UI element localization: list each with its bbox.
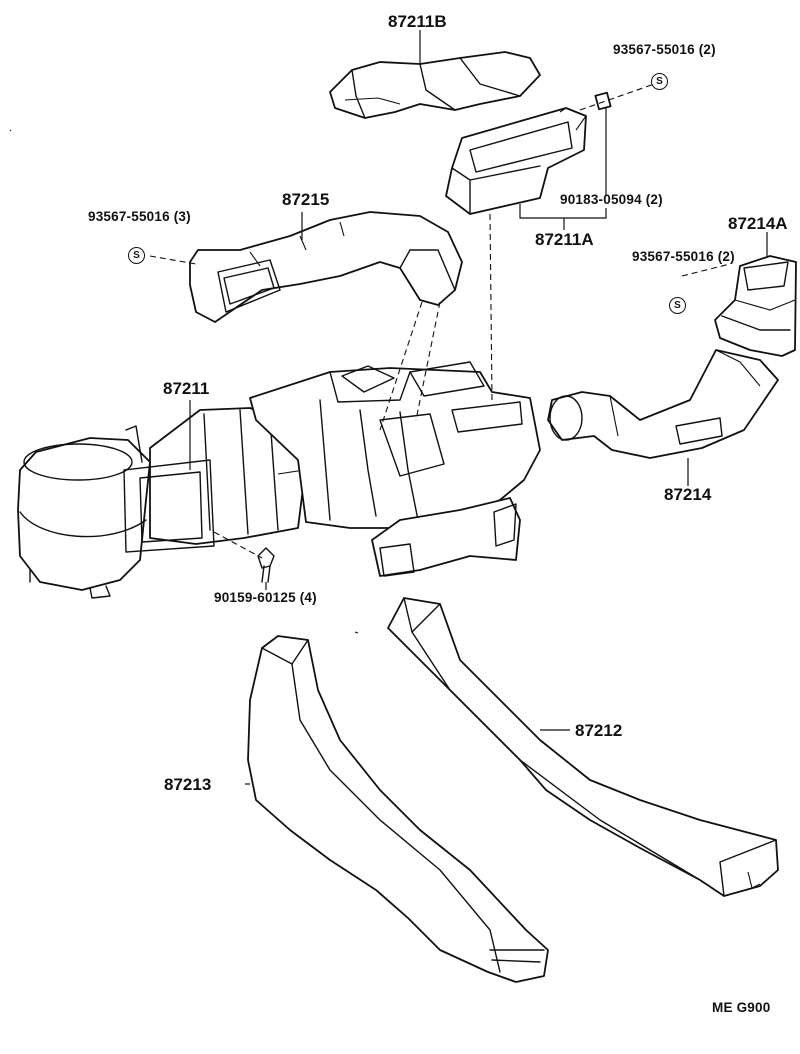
duct-87213 <box>247 635 549 983</box>
label-87212: 87212 <box>575 721 623 740</box>
label-87214: 87214 <box>664 485 712 504</box>
label-87213: 87213 <box>164 775 212 794</box>
duct-87214 <box>547 349 779 459</box>
screw-symbol-top-right: S <box>651 73 668 90</box>
diagram-code: ME G900 <box>712 1000 771 1015</box>
heater-unit-assembly <box>17 361 541 599</box>
duct-87211B <box>329 51 541 119</box>
label-screw-top-right: 93567-55016 (2) <box>613 42 716 57</box>
duct-87211A <box>445 107 587 215</box>
label-screw-right: 93567-55016 (2) <box>632 249 735 264</box>
label-87215: 87215 <box>282 190 330 209</box>
screw-symbol-right: S <box>669 297 686 314</box>
leader-lines <box>189 30 768 785</box>
duct-87212 <box>387 597 779 897</box>
alignment-lines <box>149 81 731 559</box>
label-bolt-bottom: 90159-60125 (4) <box>214 590 317 605</box>
label-87214A: 87214A <box>728 214 788 233</box>
clip-near-87211A <box>594 91 612 111</box>
label-screw-left: 93567-55016 (3) <box>88 209 191 224</box>
stray-marks <box>9 129 359 634</box>
duct-87215 <box>189 211 463 323</box>
label-bolt-center: 90183-05094 (2) <box>560 192 663 207</box>
label-87211: 87211 <box>163 379 210 398</box>
duct-87214A <box>714 255 797 357</box>
label-87211A: 87211A <box>535 230 594 249</box>
label-87211B: 87211B <box>388 12 447 31</box>
screw-symbol-left: S <box>128 247 145 264</box>
